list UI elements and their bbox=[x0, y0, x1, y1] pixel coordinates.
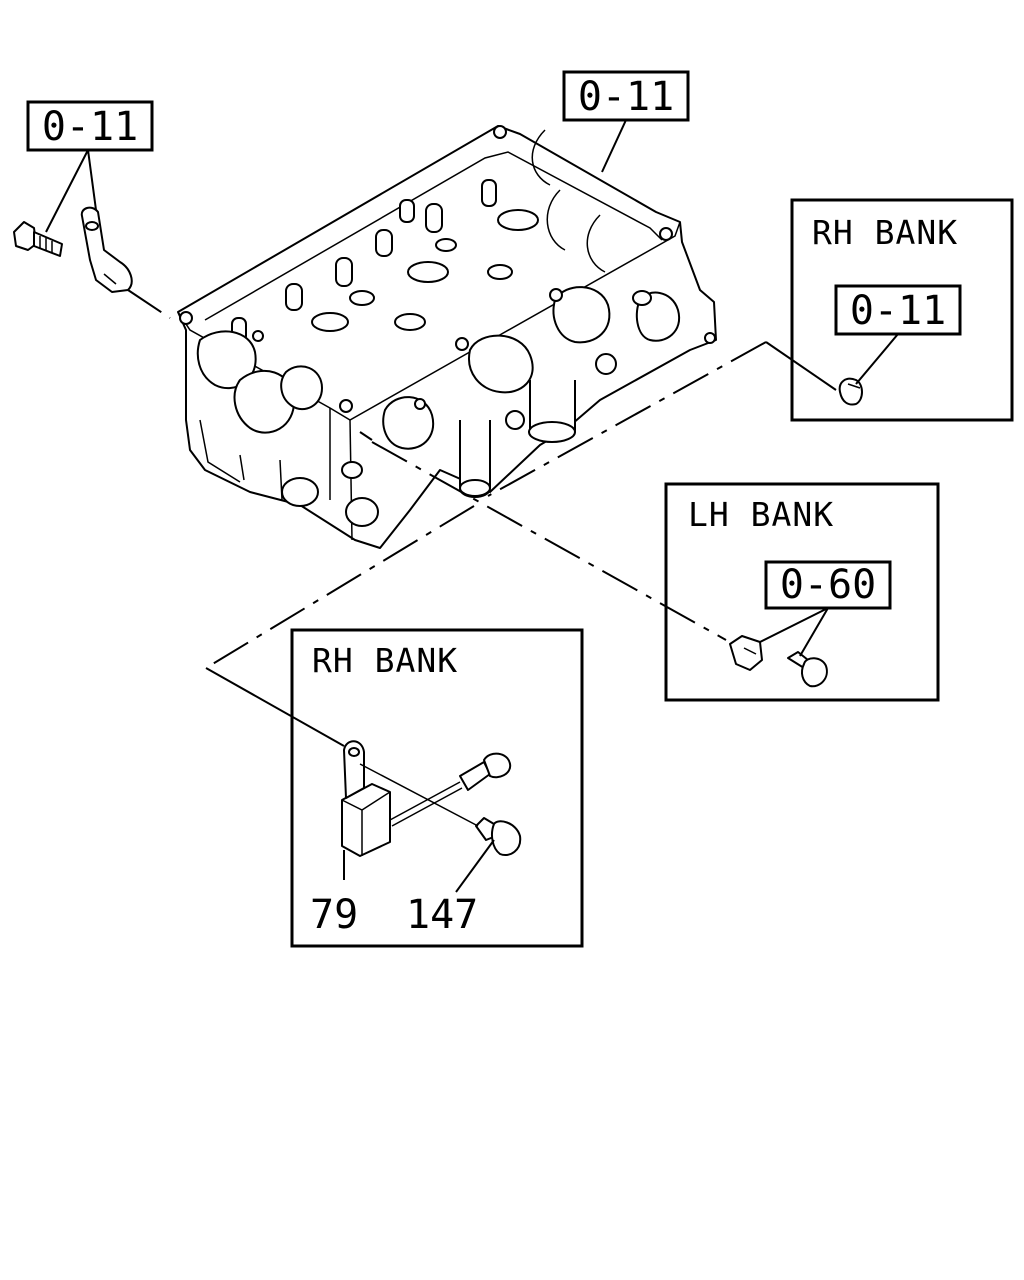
top-center-leader bbox=[601, 119, 627, 173]
bolt-number: 147 bbox=[406, 892, 478, 938]
lh-bank-panel: LH BANK 0-60 bbox=[664, 482, 940, 702]
rh-bank-top-title: RH BANK bbox=[812, 213, 958, 252]
lh-connector-line bbox=[371, 441, 727, 641]
rh-bottom-dash-line bbox=[205, 505, 475, 669]
lh-sensor-part bbox=[729, 635, 763, 671]
lh-bank-ref: 0-60 bbox=[780, 562, 876, 608]
rh-top-dash-line bbox=[487, 341, 767, 497]
callout-top-left-label: 0-11 bbox=[42, 104, 138, 150]
top-left-sensor-assembly bbox=[13, 206, 171, 319]
rh-bank-bottom-title: RH BANK bbox=[312, 641, 458, 680]
rh-bottom-connector bbox=[205, 667, 345, 747]
knock-sensor-number: 79 bbox=[310, 892, 358, 938]
cylinder-head bbox=[177, 125, 717, 549]
knock-sensor-part bbox=[341, 783, 391, 857]
rh-bank-bottom-panel: RH BANK 79 147 bbox=[290, 628, 584, 948]
callout-top-center-label: 0-11 bbox=[578, 74, 674, 120]
callout-top-left: 0-11 bbox=[26, 100, 154, 152]
rh-bank-top-panel: RH BANK 0-11 bbox=[790, 198, 1014, 422]
plug-part bbox=[838, 377, 863, 406]
rh-bank-top-ref: 0-11 bbox=[850, 288, 946, 334]
lh-bank-title: LH BANK bbox=[688, 495, 834, 534]
rh-top-connector bbox=[765, 341, 837, 391]
lh-connector-stub bbox=[359, 431, 373, 441]
top-left-leader bbox=[45, 149, 97, 233]
callout-top-center: 0-11 bbox=[562, 70, 690, 122]
